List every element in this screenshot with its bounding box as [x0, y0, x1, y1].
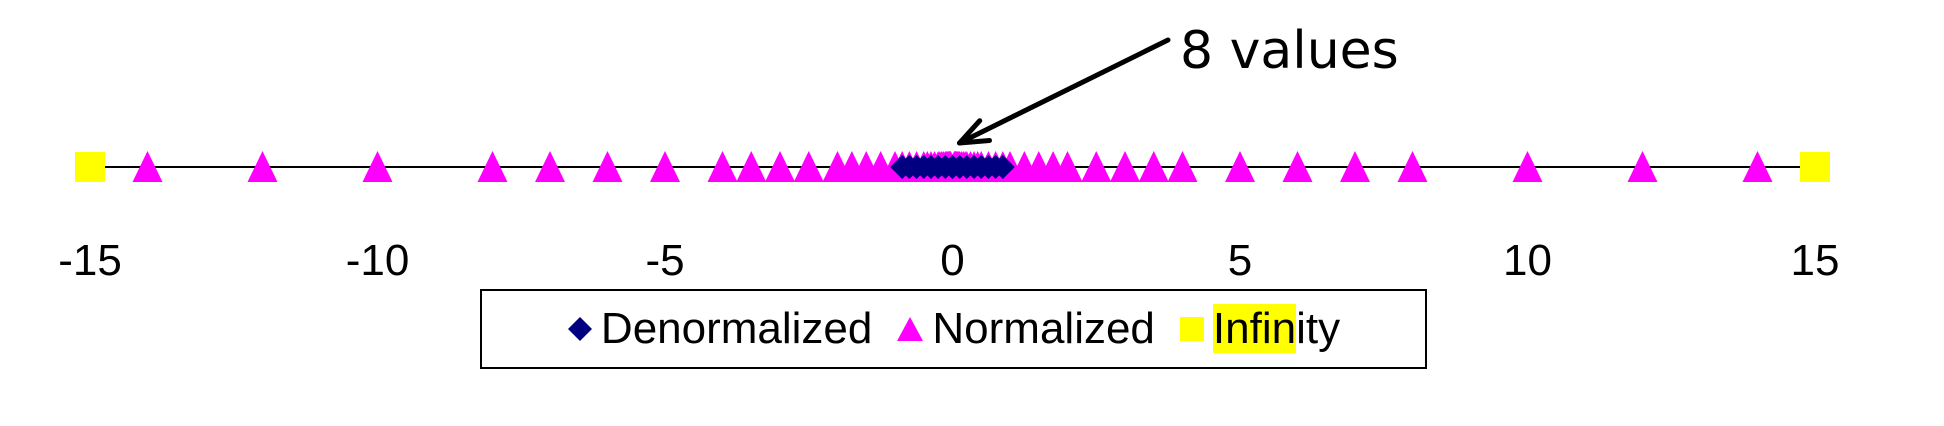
x-tick-label-neg10: -10 [346, 236, 410, 285]
normalized-point-neg3 [765, 151, 795, 182]
legend-label-normalized: Normalized [932, 304, 1155, 353]
normalized-point-2 [1052, 151, 1083, 182]
denormalized-points [890, 155, 1015, 179]
infinity-points [75, 152, 1830, 182]
legend-item-denormalized: Denormalized [567, 307, 872, 351]
normalized-point-neg2p5 [793, 151, 824, 182]
x-tick-label-15: 15 [1791, 236, 1840, 285]
infinity-point-15 [1800, 152, 1830, 182]
normalized-point-neg6 [592, 151, 623, 182]
normalized-point-neg3p5 [736, 151, 767, 182]
normalized-point-12 [1627, 151, 1658, 182]
normalized-point-neg14 [132, 151, 163, 182]
normalized-point-neg12 [247, 151, 278, 182]
normalized-point-neg5 [650, 151, 680, 182]
infinity-point-neg15 [75, 152, 105, 182]
normalized-point-3p5 [1138, 151, 1169, 182]
chart-legend: Denormalized Normalized Infinity [480, 289, 1427, 369]
x-tick-label-5: 5 [1228, 236, 1252, 285]
normalized-point-7 [1340, 151, 1370, 182]
x-tick-label-10: 10 [1503, 236, 1552, 285]
normalized-point-4 [1167, 151, 1198, 182]
normalized-point-neg7 [535, 151, 565, 182]
legend-label-infinity: Infinity [1212, 304, 1341, 353]
normalized-point-2p5 [1081, 151, 1112, 182]
x-tick-label-neg15: -15 [58, 236, 122, 285]
triangle-icon [896, 316, 924, 342]
annotation-arrow [957, 37, 1171, 146]
legend-label-infinity-highlight: Infin [1212, 304, 1297, 353]
square-icon [1179, 316, 1205, 342]
denormalized-point-0p875 [990, 155, 1015, 179]
diamond-icon [567, 316, 593, 342]
x-tick-labels: -15 -10 -5 0 5 10 15 [58, 236, 1839, 285]
annotation: 8 values [957, 21, 1399, 146]
normalized-point-neg10 [362, 151, 393, 182]
x-tick-label-0: 0 [940, 236, 964, 285]
normalized-point-14 [1742, 151, 1773, 182]
legend-label-infinity-rest: ity [1296, 304, 1341, 353]
annotation-arrow-head [957, 118, 992, 146]
normalized-point-8 [1397, 151, 1428, 182]
normalized-point-neg4 [707, 151, 738, 182]
legend-label-denormalized: Denormalized [600, 304, 873, 353]
annotation-label: 8 values [1180, 21, 1399, 81]
normalized-point-6 [1282, 151, 1313, 182]
legend-item-infinity: Infinity [1179, 304, 1341, 353]
normalized-point-3 [1110, 151, 1140, 182]
normalized-point-neg8 [477, 151, 508, 182]
x-tick-label-neg5: -5 [645, 236, 684, 285]
normalized-point-10 [1512, 151, 1543, 182]
normalized-point-5 [1225, 151, 1255, 182]
legend-item-normalized: Normalized [896, 307, 1155, 351]
